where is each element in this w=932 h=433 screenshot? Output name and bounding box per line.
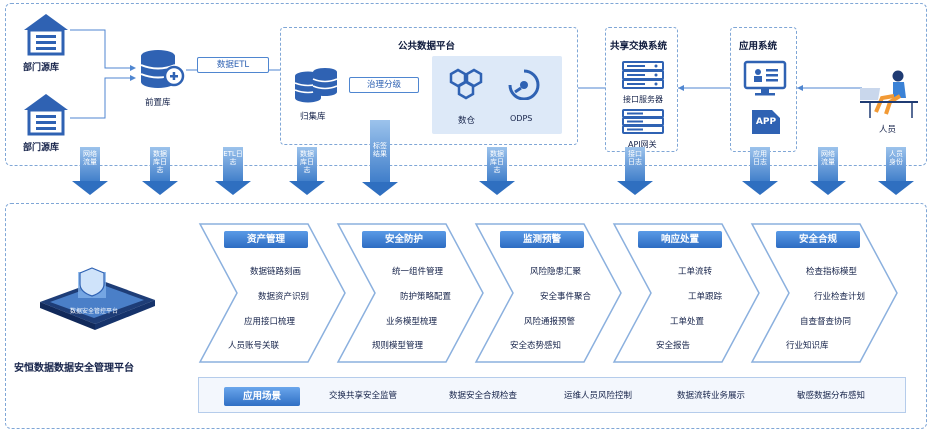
device-label: 数据安全管控平台 [70,308,119,315]
module-asset-management: 资产管理 数据链路刻画 数据资产识别 应用接口梳理 人员账号关联 [198,222,348,364]
platform-name: 安恒数据数据安全管理平台 [14,363,134,374]
scenario-item: 交换共享安全监管 [329,391,398,401]
arrow-label: 接口日志 [628,150,642,166]
module-item: 行业知识库 [786,341,829,351]
module-item: 自查督查协同 [800,317,852,327]
arrow-label: 网络流量 [83,150,97,166]
database-plus-icon [138,48,186,92]
module-item: 人员账号关联 [228,341,280,351]
gateway-server-icon [622,108,664,136]
arrow-label: 人员身份 [889,150,903,166]
interface-server-label: 接口服务器 [623,95,663,104]
module-item: 安全态势感知 [510,341,562,351]
server-icon [622,60,664,90]
module-monitoring-warning: 监测预警 风险隐患汇聚 安全事件聚合 风险通报预警 安全态势感知 [474,222,624,364]
arrow-label: ETL日志 [223,150,243,166]
source-db-bottom-icon [22,92,70,136]
scenario-item: 数据安全合规检查 [449,391,518,401]
scenario-title: 应用场景 [224,387,300,406]
module-title: 响应处置 [638,231,722,248]
monitor-icon [743,60,787,96]
scenario-bar: 应用场景 交换共享安全监管 数据安全合规检查 运维人员风险控制 数据流转业务展示… [198,377,906,413]
warehouse-label: 数仓 [458,116,476,126]
module-security-compliance: 安全合规 检查指标模型 行业检查计划 自查督查协同 行业知识库 [750,222,900,364]
module-title: 安全防护 [362,231,446,248]
scenario-item: 数据流转业务展示 [677,391,746,401]
person-label: 人员 [879,125,897,135]
scenario-item: 敏感数据分布感知 [797,391,866,401]
app-icon: APP [748,108,782,136]
arrow-label: 应用日志 [753,150,767,166]
module-item: 风险通报预警 [524,317,576,327]
collect-db-label: 归集库 [300,112,326,122]
module-item: 数据链路刻画 [250,267,302,277]
connector-source-bottom [70,77,130,119]
platform-title: 公共数据平台 [398,41,456,52]
arrow-label: 数据库日志 [300,150,314,174]
module-title: 安全合规 [776,231,860,248]
arrow-label: 数据库日志 [490,150,504,174]
odps-icon [507,68,541,101]
source-db-top-icon [22,12,70,56]
module-item: 数据资产识别 [258,292,310,302]
module-response-handling: 响应处置 工单流转 工单跟踪 工单处置 安全报告 [612,222,762,364]
module-title: 资产管理 [224,231,308,248]
module-item: 行业检查计划 [814,292,866,302]
pre-db-label: 前置库 [145,98,171,108]
module-item: 统一组件管理 [392,267,444,277]
module-item: 安全报告 [656,341,691,351]
hexagon-cluster-icon [448,68,484,100]
etl-pill: 数据ETL [197,57,269,73]
module-item: 安全事件聚合 [540,292,592,302]
module-title: 监测预警 [500,231,584,248]
warehouse-platform [432,56,562,134]
exchange-title: 共享交换系统 [610,41,668,52]
module-item: 业务模型梳理 [386,317,438,327]
security-platform-device: 数据安全管控平台 [30,262,160,332]
app-icon-text: APP [755,117,777,127]
odps-label: ODPS [510,114,533,123]
module-item: 应用接口梳理 [244,317,296,327]
top-region-frame [5,3,927,166]
person-at-laptop-icon [858,66,920,118]
module-security-protection: 安全防护 统一组件管理 防护策略配置 业务模型梳理 规则模型管理 [336,222,486,364]
module-item: 规则模型管理 [372,341,424,351]
app-system-title: 应用系统 [739,41,778,52]
arrow-label: 数据库日志 [153,150,167,174]
source-db-top-label: 部门源库 [23,63,60,73]
governance-pill: 治理分级 [349,77,419,93]
bottom-region-frame [5,203,927,429]
source-db-bottom-label: 部门源库 [23,143,60,153]
arrow-label: 标签结果 [373,142,387,158]
module-item: 工单跟踪 [688,292,723,302]
scenario-item: 运维人员风险控制 [564,391,633,401]
module-item: 风险隐患汇聚 [530,267,582,277]
module-item: 工单流转 [678,267,713,277]
api-gateway-label: API网关 [628,140,657,149]
module-item: 工单处置 [670,317,705,327]
module-item: 检查指标模型 [806,267,858,277]
connector-source-top [70,29,130,69]
arrow-label: 网络流量 [821,150,835,166]
database-stack-icon [292,64,340,104]
module-item: 防护策略配置 [400,292,452,302]
